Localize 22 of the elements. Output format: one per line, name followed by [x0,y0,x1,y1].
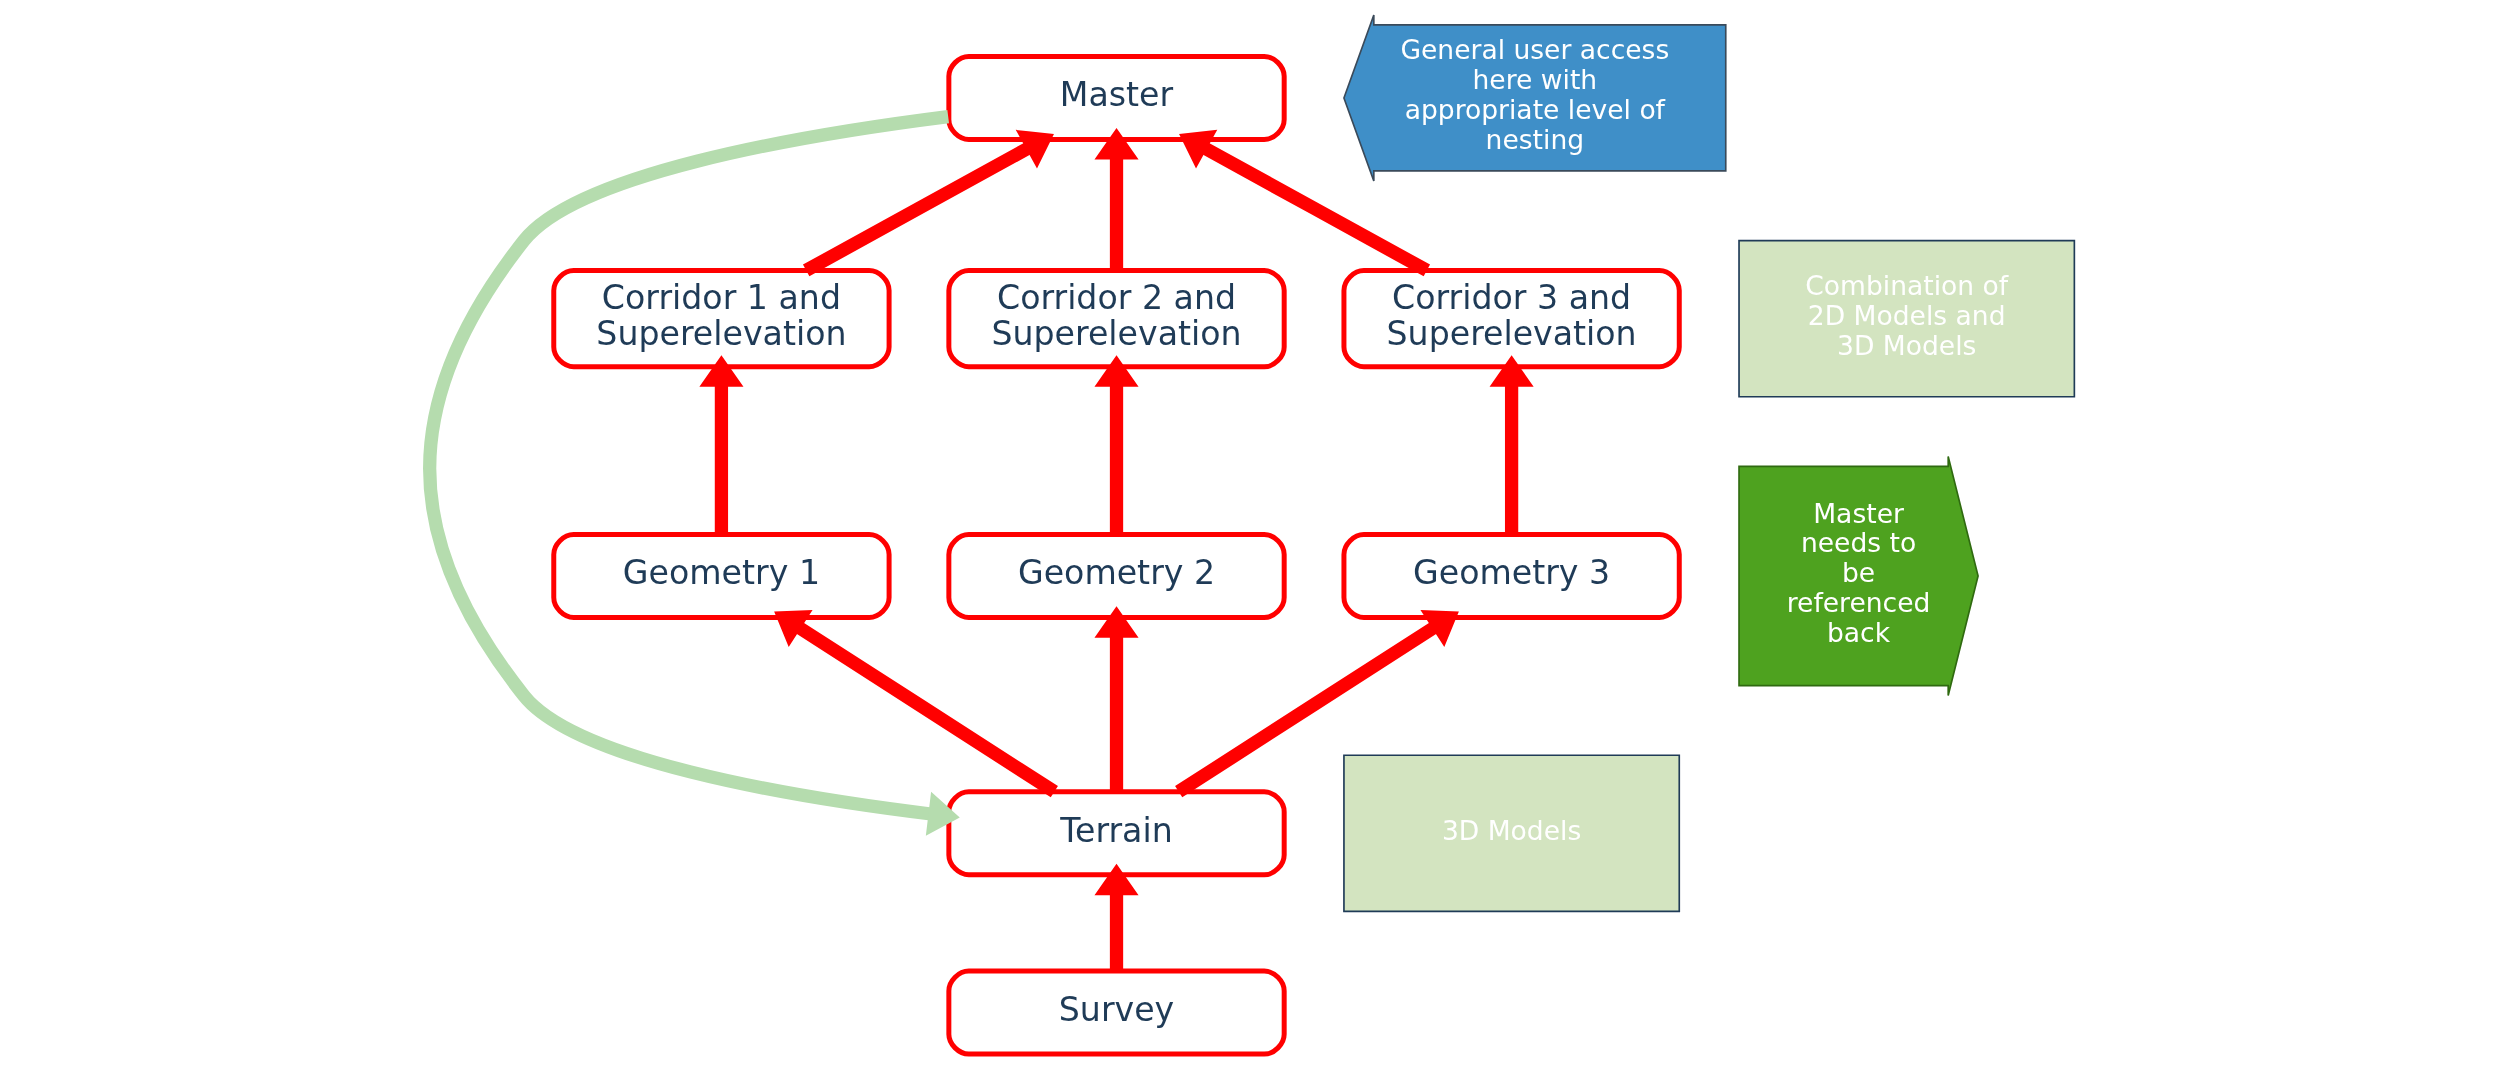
arrow [1094,355,1139,535]
node-box: Corridor 3 and Superelevation [1341,268,1682,370]
node-box: Terrain [946,789,1287,878]
arrow [1094,128,1139,271]
node-box: Geometry 3 [1341,532,1682,620]
arrow [699,355,744,535]
node-box: Geometry 1 [551,532,892,620]
node-box: 3D Models [1343,754,1681,913]
node-box: Corridor 2 and Superelevation [946,268,1287,370]
node-box: Master [946,53,1287,142]
arrow [1179,129,1431,277]
arrow [1094,606,1139,792]
arrow [1489,355,1534,535]
arrow [802,129,1054,277]
node-box: Geometry 2 [946,532,1287,620]
node-box: Combination of 2D Models and 3D Models [1738,239,2076,398]
arrow [1094,863,1139,971]
node-box: Corridor 1 and Superelevation [551,268,892,370]
arrow [1175,610,1459,798]
node-box: Survey [946,968,1287,1057]
arrow [423,110,960,836]
arrow [774,610,1058,798]
